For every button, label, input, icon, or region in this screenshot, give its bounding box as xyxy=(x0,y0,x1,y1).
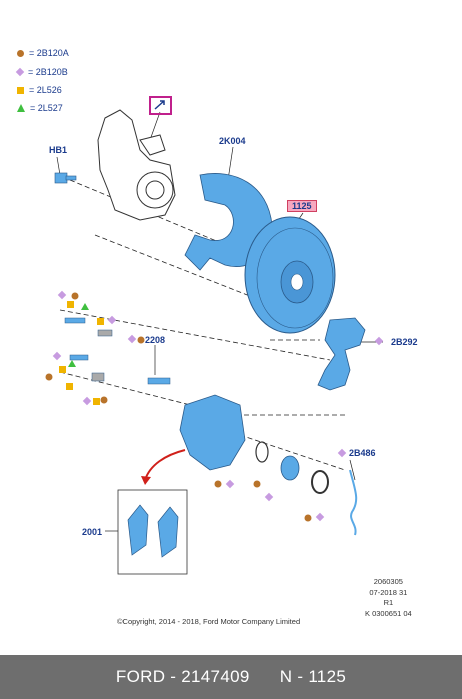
legend-item-2b120a: = 2B120A xyxy=(17,47,69,59)
legend-code: = 2B120B xyxy=(28,67,68,77)
splash-shield xyxy=(184,173,273,271)
ref-line-2: 07-2018 31 xyxy=(369,587,408,597)
part-markers xyxy=(45,290,384,522)
caliper-body xyxy=(179,394,246,471)
legend-code: = 2B120A xyxy=(29,48,69,58)
legend-item-2l526: = 2L526 xyxy=(17,84,62,96)
label-2k004: 2K004 xyxy=(219,136,246,146)
label-2b486: 2B486 xyxy=(349,448,376,458)
legend-item-2l527: = 2L527 xyxy=(17,102,63,114)
green-triangle-icon xyxy=(17,104,25,112)
label-2208: 2208 xyxy=(145,335,166,345)
yellow-square-icon xyxy=(17,86,24,94)
diagram-canvas: = 2B120A = 2B120B = 2L526 = 2L527 xyxy=(15,47,418,626)
legend-item-2b120b: = 2B120B xyxy=(15,66,68,78)
exploded-view-drawing xyxy=(45,96,384,575)
caliper-carrier xyxy=(317,317,366,391)
copyright-text: ©Copyright, 2014 - 2018, Ford Motor Comp… xyxy=(117,617,301,626)
brake-pads xyxy=(127,504,179,558)
red-arrow xyxy=(144,449,186,481)
label-2001: 2001 xyxy=(82,527,103,537)
footer-part-number: 2147409 xyxy=(181,667,250,686)
brown-circle-icon xyxy=(17,49,24,57)
footer-ref: N - 1125 xyxy=(279,667,347,686)
reference-block: 2060305 07-2018 31 R1 K 0300651 04 xyxy=(365,577,412,619)
ref-line-4: K 0300651 04 xyxy=(365,608,412,618)
pads-box xyxy=(117,489,188,575)
legend-code: = 2L527 xyxy=(30,103,63,113)
piston xyxy=(280,455,300,481)
label-1125: 1125 xyxy=(287,200,317,212)
part-footer-bar: FORD - 2147409 N - 1125 xyxy=(0,655,462,699)
highlight-box xyxy=(149,96,172,115)
legend-code: = 2L526 xyxy=(29,85,62,95)
seal-ring xyxy=(255,441,269,463)
footer-brand: FORD xyxy=(115,667,166,686)
ref-line-3: R1 xyxy=(383,598,394,607)
ref-line-1: 2060305 xyxy=(373,577,403,586)
wear-sensor xyxy=(349,469,358,536)
guide-pins xyxy=(64,317,171,385)
label-hb1: HB1 xyxy=(49,145,68,155)
arrow-icon xyxy=(154,100,165,110)
steering-knuckle xyxy=(97,109,176,221)
bolt-hb1 xyxy=(54,172,77,184)
brake-disc xyxy=(244,216,336,334)
label-2b292: 2B292 xyxy=(391,337,418,347)
dust-boot xyxy=(311,470,329,494)
